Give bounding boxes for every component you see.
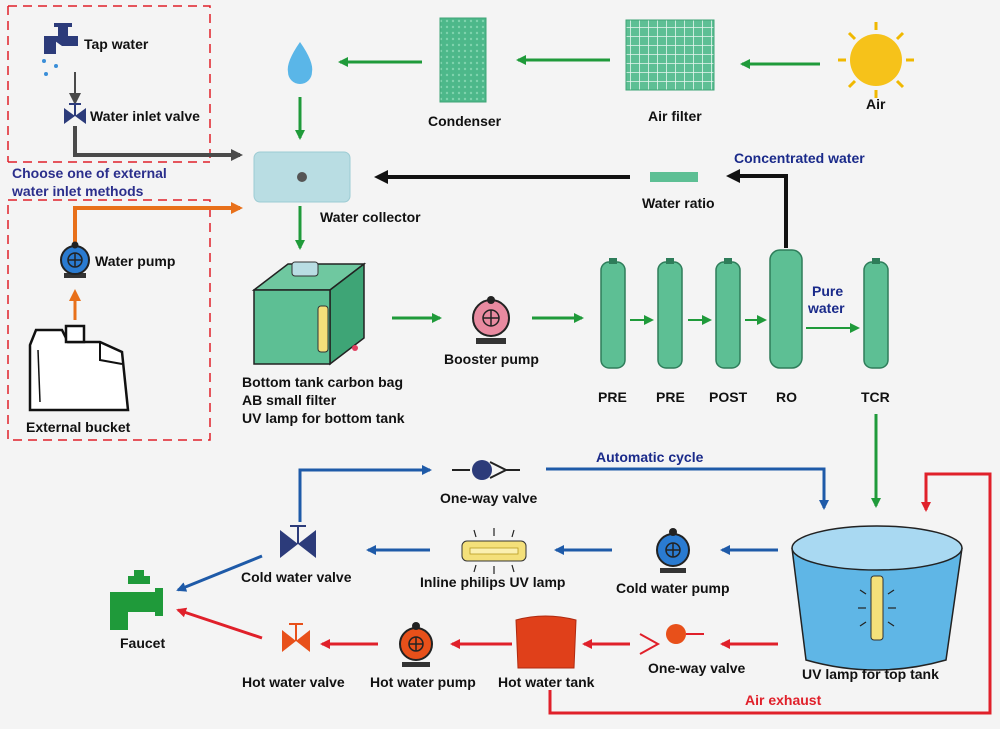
concentrated-water-label: Concentrated water <box>734 150 865 166</box>
pure-water-line2: water <box>807 300 845 316</box>
one-way-valve-icon-bottom <box>639 624 704 655</box>
ro-label: RO <box>776 389 797 405</box>
uv-lamp-icon <box>461 528 527 574</box>
hot-water-pump-icon <box>399 622 433 667</box>
tap-icon <box>42 23 78 76</box>
filter-cartridge-tcr <box>863 258 889 369</box>
hot-water-tank-icon <box>515 615 577 669</box>
top-tank-icon <box>791 525 963 671</box>
faucet-label: Faucet <box>120 635 165 651</box>
droplet-icon <box>287 42 313 84</box>
choose-line2: water inlet methods <box>11 183 144 199</box>
bucket-icon <box>28 324 130 412</box>
filter-cartridge-pre2 <box>657 258 683 369</box>
one-way-valve-icon-top <box>452 460 520 480</box>
pure-water-line1: Pure <box>812 283 843 299</box>
filter-cartridge-pre1 <box>600 258 626 369</box>
condenser-icon <box>439 17 487 103</box>
hot-water-tank-label: Hot water tank <box>498 674 595 690</box>
water-pump-label: Water pump <box>95 253 175 269</box>
bottom-tank-line1: Bottom tank carbon bag <box>242 374 403 390</box>
choose-line1: Choose one of external <box>12 165 167 181</box>
post-label: POST <box>709 389 748 405</box>
hot-water-pump-label: Hot water pump <box>370 674 476 690</box>
cold-water-valve-icon <box>280 525 316 558</box>
hot-water-valve-icon <box>282 623 310 652</box>
pre1-label: PRE <box>598 389 627 405</box>
inline-uv-label: Inline philips UV lamp <box>420 574 565 590</box>
water-inlet-valve-label: Water inlet valve <box>90 108 200 124</box>
water-collector-label: Water collector <box>320 209 421 225</box>
booster-pump-label: Booster pump <box>444 351 539 367</box>
pre2-label: PRE <box>656 389 685 405</box>
water-pump-icon <box>60 241 90 278</box>
filter-cartridge-ro <box>769 249 803 369</box>
cold-water-valve-label: Cold water valve <box>241 569 352 585</box>
automatic-cycle-label: Automatic cycle <box>596 449 704 465</box>
faucet-icon <box>110 570 163 630</box>
cold-water-pump-icon <box>656 528 690 573</box>
one-way-valve-bottom-label: One-way valve <box>648 660 745 676</box>
tap-water-label: Tap water <box>84 36 149 52</box>
water-collector-icon <box>253 151 351 203</box>
cold-water-pump-label: Cold water pump <box>616 580 730 596</box>
booster-pump-icon <box>472 296 510 344</box>
tcr-label: TCR <box>861 389 890 405</box>
air-filter-icon <box>625 19 715 91</box>
condenser-label: Condenser <box>428 113 502 129</box>
sun-icon <box>838 22 914 98</box>
valve-icon <box>64 103 86 124</box>
bottom-tank-line3: UV lamp for bottom tank <box>242 410 405 426</box>
air-exhaust-label: Air exhaust <box>745 692 822 708</box>
bottom-tank-line2: AB small filter <box>242 392 337 408</box>
water-ratio-icon <box>650 172 698 182</box>
air-label: Air <box>866 96 886 112</box>
uv-top-tank-label: UV lamp for top tank <box>802 666 939 682</box>
hot-water-valve-label: Hot water valve <box>242 674 345 690</box>
filter-cartridge-post <box>715 258 741 369</box>
external-inlet-region <box>7 5 211 441</box>
air-filter-label: Air filter <box>648 108 702 124</box>
one-way-valve-top-label: One-way valve <box>440 490 537 506</box>
water-ratio-label: Water ratio <box>642 195 715 211</box>
external-bucket-label: External bucket <box>26 419 131 435</box>
bottom-tank-icon <box>251 261 367 366</box>
